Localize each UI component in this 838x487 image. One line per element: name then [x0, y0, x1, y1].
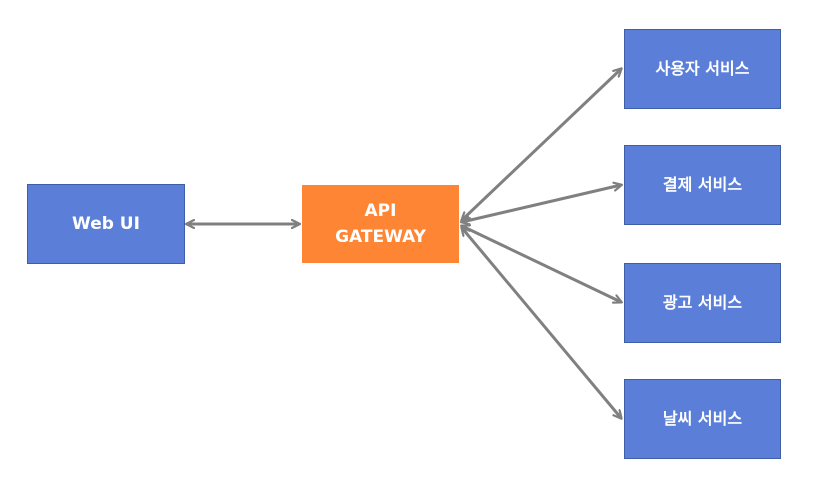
connector-gateway-weather-service — [462, 228, 621, 418]
weather-service-box: 날씨 서비스 — [624, 379, 781, 459]
api-gateway-label-line1: API — [364, 201, 397, 221]
connector-gateway-ad-service — [462, 226, 621, 302]
ad-service-label: 광고 서비스 — [662, 293, 743, 312]
payment-service-label: 결제 서비스 — [662, 175, 743, 194]
payment-service-box: 결제 서비스 — [624, 145, 781, 225]
api-gateway-label-line2: GATEWAY — [335, 227, 426, 247]
user-service-box: 사용자 서비스 — [624, 29, 781, 109]
user-service-label: 사용자 서비스 — [655, 59, 750, 78]
web-ui-box: Web UI — [27, 184, 185, 264]
ad-service-box: 광고 서비스 — [624, 263, 781, 343]
web-ui-label: Web UI — [72, 214, 140, 234]
connector-gateway-user-service — [462, 69, 621, 220]
api-gateway-box: API GATEWAY — [302, 185, 459, 263]
weather-service-label: 날씨 서비스 — [662, 409, 743, 428]
connector-gateway-payment-service — [462, 185, 621, 222]
